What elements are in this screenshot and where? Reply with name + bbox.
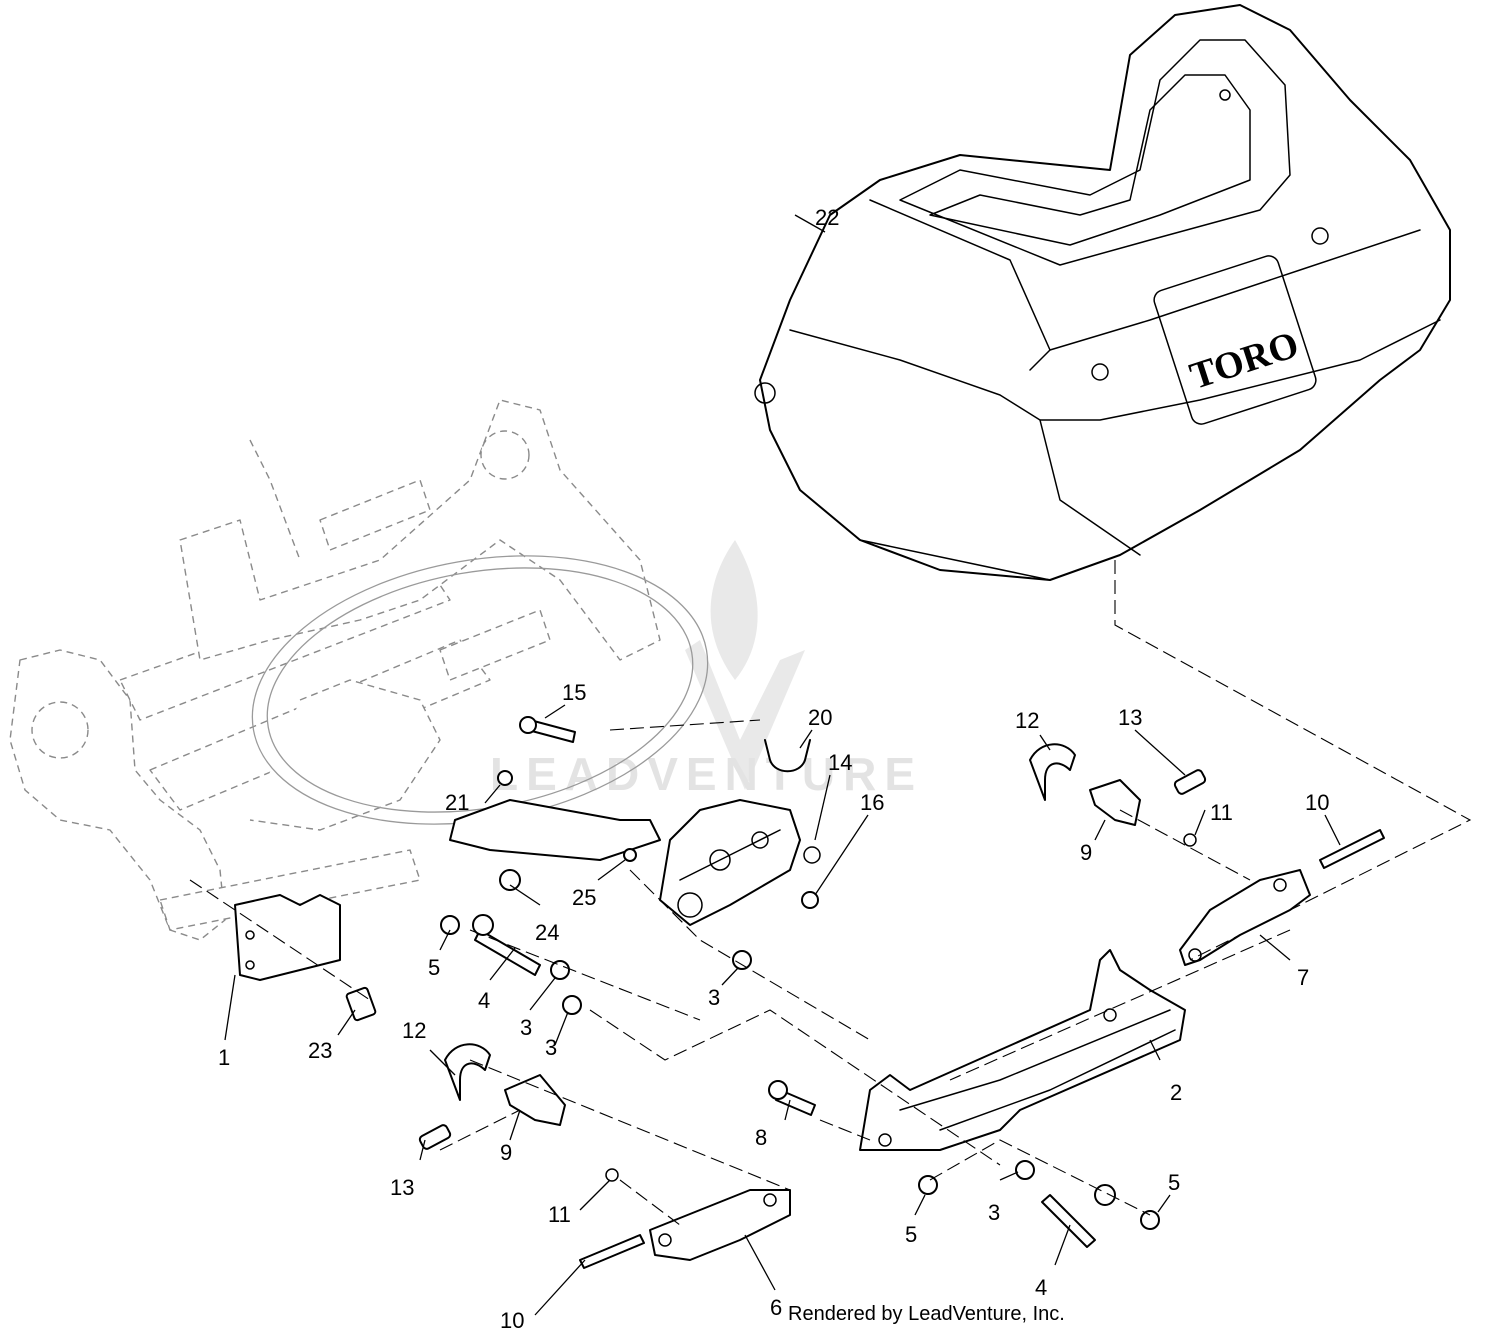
callout-24: 24 (535, 920, 559, 945)
seat-base-shroud: TORO (754, 4, 1451, 581)
bushing-3-a (550, 960, 570, 980)
callout-3a: 3 (520, 1015, 532, 1040)
callout-20: 20 (808, 705, 832, 730)
clip-9-lower (504, 1074, 566, 1126)
hinge-part-7 (1179, 869, 1311, 966)
callout-12b: 12 (402, 1018, 426, 1043)
watermark-text: LEADVENTURE (490, 748, 923, 800)
callout-11b: 11 (548, 1202, 571, 1227)
lower-arm (449, 799, 661, 891)
callout-1: 1 (218, 1045, 230, 1070)
toro-logo-plate (1153, 255, 1317, 425)
callout-7: 7 (1297, 965, 1309, 990)
bushing-3-d (1015, 1160, 1035, 1180)
pin-13-lower (418, 1124, 452, 1150)
fasteners (345, 716, 1385, 1269)
e-clip-11-upper (1183, 833, 1197, 847)
ghost-frame (9, 399, 709, 941)
leader-lines (224, 214, 1341, 1316)
u-bolt-20 (764, 739, 811, 773)
callout-2: 2 (1170, 1080, 1182, 1105)
callout-9b: 9 (500, 1140, 512, 1165)
callout-8: 8 (755, 1125, 767, 1150)
callout-12a: 12 (1015, 708, 1039, 733)
nut-5-b (918, 1175, 938, 1195)
callout-14: 14 (828, 750, 852, 775)
pin-13-upper (1173, 769, 1207, 795)
clip-9-upper (1089, 779, 1141, 826)
bushing-3-b (562, 995, 582, 1015)
callout-5a: 5 (428, 955, 440, 980)
callout-10a: 10 (1305, 790, 1329, 815)
callout-13b: 13 (390, 1175, 414, 1200)
pin-4-upper (474, 929, 541, 976)
rendered-by-credit: Rendered by LeadVenture, Inc. (788, 1303, 1065, 1325)
callout-4b: 4 (1035, 1275, 1047, 1300)
clip-12-lower (444, 1043, 491, 1101)
suspension-bracket-assembly (659, 799, 821, 926)
callout-25: 25 (572, 885, 596, 910)
pin-4-lower (1041, 1194, 1096, 1248)
nut-5-a (440, 915, 460, 935)
e-clip-11-lower (605, 1168, 619, 1182)
callout-9a: 9 (1080, 840, 1092, 865)
phantom-lines (189, 560, 1472, 1226)
main-linkage-part-2 (859, 949, 1186, 1151)
pin-10-lower (579, 1234, 645, 1269)
callout-13a: 13 (1118, 705, 1142, 730)
pin-10-upper (1319, 829, 1385, 869)
callout-3b: 3 (545, 1035, 557, 1060)
callout-3d: 3 (988, 1200, 1000, 1225)
callout-5c: 5 (1168, 1170, 1180, 1195)
callout-3c: 3 (708, 985, 720, 1010)
callout-10b: 10 (500, 1308, 524, 1333)
callout-15: 15 (562, 680, 586, 705)
bushing-3-c (732, 950, 752, 970)
callout-11a: 11 (1210, 800, 1233, 825)
callout-21: 21 (445, 790, 469, 815)
leadventure-watermark: LEADVENTURE (490, 540, 923, 800)
nut-5-c (1140, 1210, 1160, 1230)
callout-23: 23 (308, 1038, 332, 1063)
bracket-part-1 (234, 894, 341, 981)
callout-16: 16 (860, 790, 884, 815)
hinge-part-6 (649, 1189, 791, 1261)
callout-6: 6 (770, 1295, 782, 1320)
callout-labels: 22 15 20 21 14 16 24 25 1 23 5 4 3 3 3 1… (218, 205, 1329, 1333)
nut-21 (497, 770, 513, 786)
callout-4a: 4 (478, 988, 490, 1013)
callout-22: 22 (815, 205, 839, 230)
callout-5b: 5 (905, 1222, 917, 1247)
clip-12-upper (1029, 743, 1076, 801)
